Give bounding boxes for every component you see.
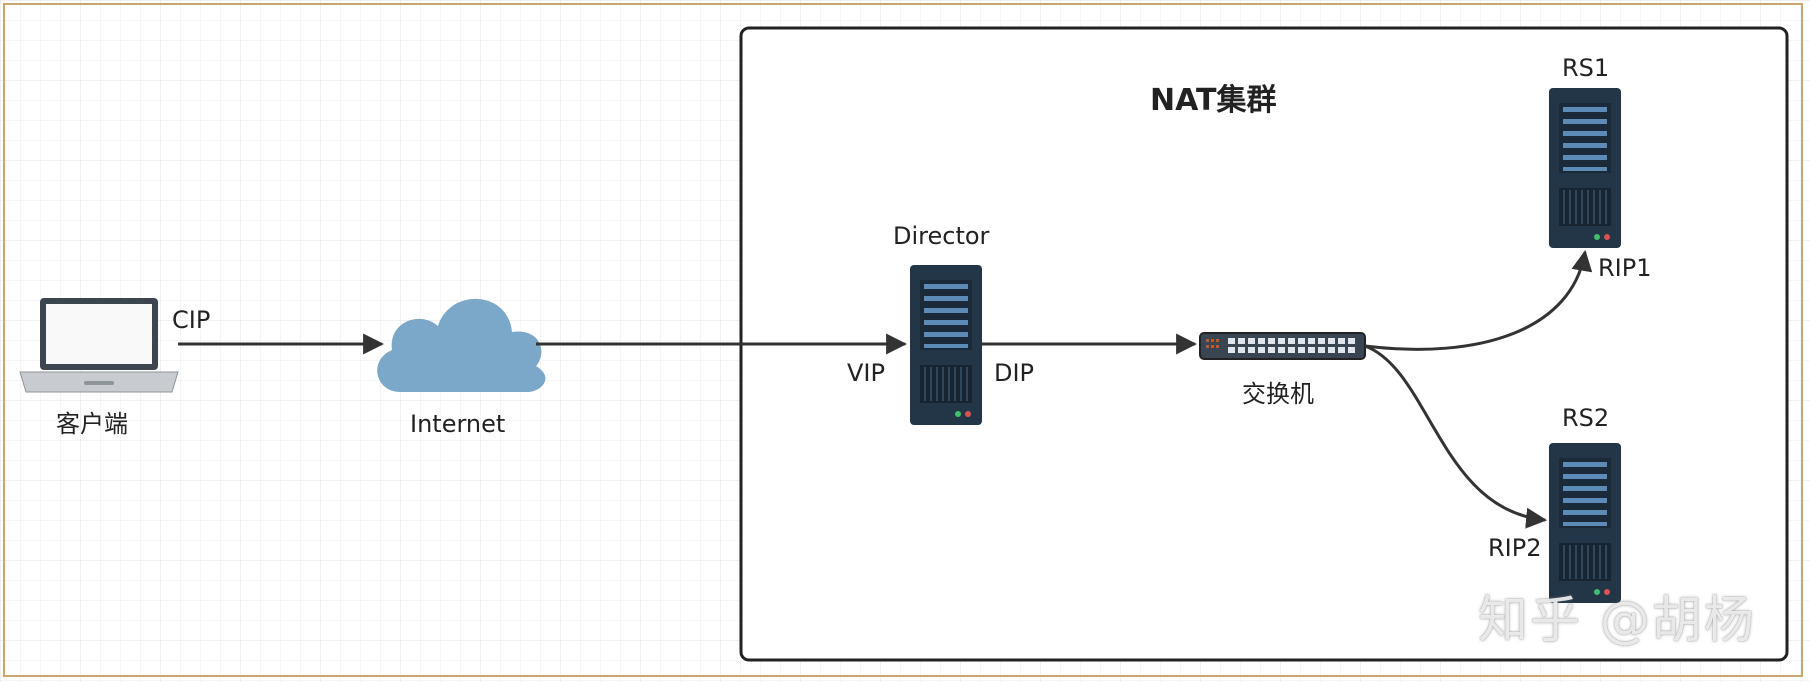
internet-label: Internet — [410, 410, 506, 438]
cip-label: CIP — [172, 306, 211, 334]
edge-switch-rs1 — [1364, 249, 1593, 351]
director-server-icon — [910, 265, 982, 425]
client-label: 客户端 — [56, 410, 128, 438]
dip-label: DIP — [994, 359, 1035, 387]
rs2-server-icon — [1549, 443, 1621, 603]
rip1-label: RIP1 — [1598, 254, 1652, 282]
vip-label: VIP — [847, 359, 885, 387]
rs1-server-icon — [1549, 88, 1621, 248]
rs2-label: RS2 — [1562, 404, 1610, 432]
rs1-label: RS1 — [1562, 54, 1610, 82]
switch-icon — [1199, 332, 1366, 360]
director-label: Director — [893, 222, 990, 250]
page-frame — [3, 3, 1803, 677]
laptop-icon — [19, 298, 179, 393]
switch-label: 交换机 — [1242, 380, 1314, 408]
rip2-label: RIP2 — [1488, 534, 1542, 562]
watermark: 知乎 @胡杨 — [1478, 591, 1756, 649]
cloud-icon — [377, 298, 546, 392]
edge-switch-rs2 — [1364, 344, 1548, 529]
cluster-title: NAT集群 — [1150, 83, 1277, 118]
